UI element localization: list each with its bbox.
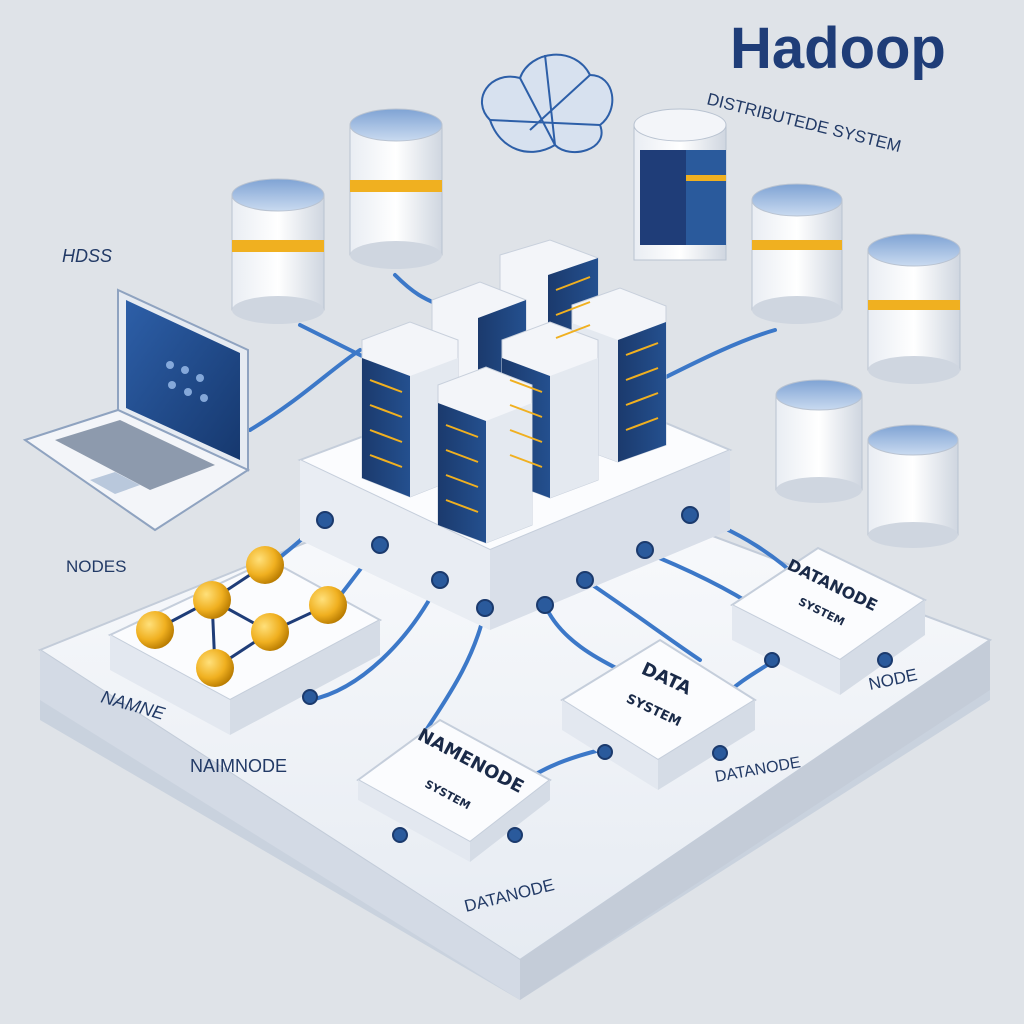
cloud-icon — [480, 53, 614, 154]
storage-tower — [633, 108, 727, 261]
database-cylinder — [867, 233, 961, 384]
server-racks — [361, 239, 667, 544]
node-cluster — [107, 546, 383, 735]
database-cylinder — [231, 178, 325, 324]
data-box: DATA SYSTEM — [560, 638, 757, 790]
label-hdss: HDSS — [62, 246, 112, 266]
database-cylinder — [867, 424, 959, 548]
server-rack — [437, 366, 533, 544]
database-cylinder — [349, 108, 443, 269]
label-nodes: NODES — [66, 557, 126, 576]
database-cylinders — [231, 108, 961, 548]
database-cylinder — [751, 183, 843, 324]
database-cylinder — [775, 379, 863, 503]
page-title: Hadoop — [730, 16, 946, 81]
label-naimnode: NAIMNODE — [190, 756, 287, 776]
laptop-icon — [22, 288, 251, 532]
page-subtitle: DISTRIBUTEDE SYSTEM — [705, 89, 903, 156]
